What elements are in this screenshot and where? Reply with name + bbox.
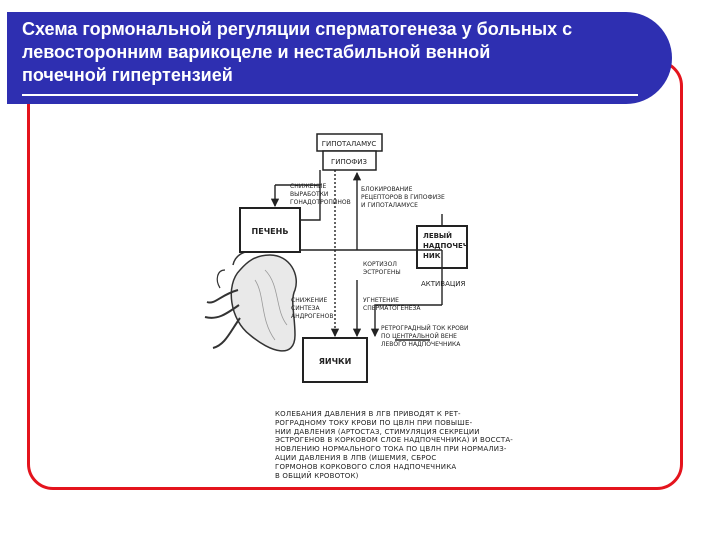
- svg-text:ГИПОТАЛАМУС: ГИПОТАЛАМУС: [322, 140, 377, 148]
- slide-title: Схема гормональной регуляции сперматоген…: [22, 18, 652, 87]
- title-banner: [7, 12, 672, 104]
- svg-text:ЯИЧКИ: ЯИЧКИ: [319, 357, 352, 366]
- title-underline: [22, 94, 638, 96]
- caption-line: НИИ ДАВЛЕНИЯ (АРТОСТАЗ, СТИМУЛЯЦИЯ СЕКРЕ…: [275, 427, 480, 436]
- svg-text:И ГИПОТАЛАМУСЕ: И ГИПОТАЛАМУСЕ: [361, 202, 418, 209]
- svg-text:ПО ЦЕНТРАЛЬНОЙ ВЕНЕ: ПО ЦЕНТРАЛЬНОЙ ВЕНЕ: [381, 333, 457, 340]
- diagram-arrows: [270, 170, 443, 341]
- svg-text:ЭСТРОГЕНЫ: ЭСТРОГЕНЫ: [363, 269, 401, 276]
- title-line-2: левосторонним варикоцеле и нестабильной …: [22, 42, 491, 62]
- svg-text:НАДПОЧЕЧ: НАДПОЧЕЧ: [423, 242, 469, 250]
- svg-text:ВЫРАБОТКИ: ВЫРАБОТКИ: [290, 191, 328, 198]
- label-reduced-gonadotropins: СНИЖЕНИЕ ВЫРАБОТКИ ГОНАДОТРОПИНОВ: [290, 183, 351, 206]
- label-cortisol-estrogens: КОРТИЗОЛ ЭСТРОГЕНЫ: [363, 261, 401, 276]
- title-line-1: Схема гормональной регуляции сперматоген…: [22, 19, 573, 39]
- caption-line: ЭСТРОГЕНОВ В КОРКОВОМ СЛОЕ НАДПОЧЕЧНИКА)…: [275, 436, 514, 445]
- box-hypothalamus: ГИПОТАЛАМУС: [316, 133, 383, 152]
- label-spermatogenesis-suppression: УГНЕТЕНИЕ СПЕРМАТОГЕНЕЗА: [363, 297, 421, 312]
- svg-text:ГОНАДОТРОПИНОВ: ГОНАДОТРОПИНОВ: [290, 199, 351, 206]
- svg-text:РЕЦЕПТОРОВ В ГИПОФИЗЕ: РЕЦЕПТОРОВ В ГИПОФИЗЕ: [361, 194, 445, 201]
- svg-text:СНИЖЕНИЕ: СНИЖЕНИЕ: [290, 183, 326, 190]
- svg-text:ЛЕВОГО НАДПОЧЕЧНИКА: ЛЕВОГО НАДПОЧЕЧНИКА: [381, 341, 461, 348]
- caption-line: НОВЛЕНИЮ НОРМАЛЬНОГО ТОКА ПО ЦВЛН ПРИ НО…: [275, 445, 507, 454]
- svg-text:НИК: НИК: [423, 252, 441, 260]
- svg-text:БЛОКИРОВАНИЕ: БЛОКИРОВАНИЕ: [361, 186, 413, 193]
- svg-text:КОРТИЗОЛ: КОРТИЗОЛ: [363, 261, 397, 268]
- svg-text:СНИЖЕНИЕ: СНИЖЕНИЕ: [291, 297, 327, 304]
- caption-line: АЦИИ ДАВЛЕНИЯ В ЛПВ (ИШЕМИЯ, СБРОС: [275, 453, 437, 462]
- diagram-caption: КОЛЕБАНИЯ ДАВЛЕНИЯ В ЛГВ ПРИВОДЯТ К РЕТ-…: [275, 410, 515, 480]
- label-activation: АКТИВАЦИЯ: [421, 280, 466, 288]
- diagram-svg: ГИПОТАЛАМУС ГИПОФИЗ ПЕЧЕНЬ ЛЕВЫЙ НАДПОЧЕ…: [204, 133, 469, 383]
- svg-text:УГНЕТЕНИЕ: УГНЕТЕНИЕ: [363, 297, 399, 304]
- svg-text:ПЕЧЕНЬ: ПЕЧЕНЬ: [252, 227, 289, 236]
- box-liver: ПЕЧЕНЬ: [239, 207, 301, 253]
- box-testes: ЯИЧКИ: [302, 337, 368, 383]
- svg-text:СПЕРМАТОГЕНЕЗА: СПЕРМАТОГЕНЕЗА: [363, 305, 421, 312]
- label-reduced-androgen-synthesis: СНИЖЕНИЕ СИНТЕЗА АНДРОГЕНОВ: [291, 297, 333, 320]
- caption-line: РОГРАДНОМУ ТОКУ КРОВИ ПО ЦВЛН ПРИ ПОВЫШЕ…: [275, 418, 473, 427]
- caption-line: ГОРМОНОВ КОРКОВОГО СЛОЯ НАДПОЧЕЧНИКА: [275, 462, 457, 471]
- svg-text:ЛЕВЫЙ: ЛЕВЫЙ: [423, 231, 452, 240]
- svg-text:СИНТЕЗА: СИНТЕЗА: [291, 305, 320, 312]
- caption-line: КОЛЕБАНИЯ ДАВЛЕНИЯ В ЛГВ ПРИВОДЯТ К РЕТ-: [275, 410, 461, 418]
- box-left-adrenal: ЛЕВЫЙ НАДПОЧЕЧ НИК: [416, 225, 469, 269]
- hormonal-regulation-diagram: ГИПОТАЛАМУС ГИПОФИЗ ПЕЧЕНЬ ЛЕВЫЙ НАДПОЧЕ…: [195, 120, 525, 500]
- label-retrograde-flow: РЕТРОГРАДНЫЙ ТОК КРОВИ ПО ЦЕНТРАЛЬНОЙ ВЕ…: [381, 325, 468, 348]
- svg-text:АНДРОГЕНОВ: АНДРОГЕНОВ: [291, 313, 333, 320]
- caption-line: В ОБЩИЙ КРОВОТОК): [275, 471, 359, 480]
- box-pituitary: ГИПОФИЗ: [322, 150, 377, 171]
- label-receptor-blocking: БЛОКИРОВАНИЕ РЕЦЕПТОРОВ В ГИПОФИЗЕ И ГИП…: [361, 186, 445, 209]
- svg-text:РЕТРОГРАДНЫЙ ТОК КРОВИ: РЕТРОГРАДНЫЙ ТОК КРОВИ: [381, 325, 468, 332]
- title-line-3: почечной гипертензией: [22, 65, 233, 85]
- svg-text:ГИПОФИЗ: ГИПОФИЗ: [331, 158, 368, 166]
- kidney-illustration: [204, 250, 297, 352]
